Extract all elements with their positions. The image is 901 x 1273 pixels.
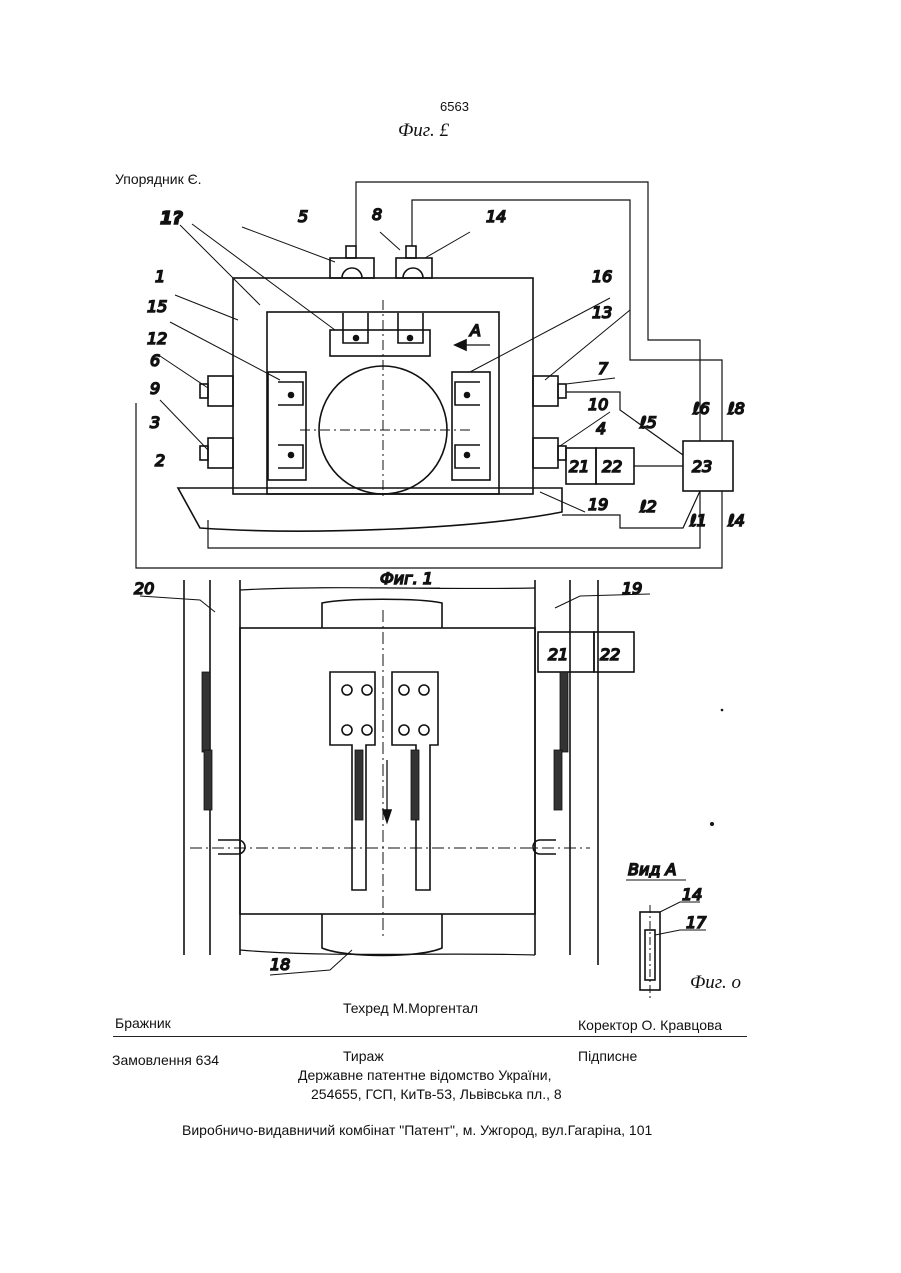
label-2: 2 — [155, 451, 165, 470]
label-9: 9 — [150, 379, 160, 398]
right-clamp — [452, 372, 490, 480]
label-17: 1? — [160, 208, 183, 229]
label-a: A — [469, 321, 481, 340]
label-4: 4 — [596, 419, 606, 438]
view-a-label-14: 14 — [682, 885, 702, 904]
label-12: 12 — [147, 329, 167, 348]
view-a-caption: Вид А — [628, 860, 676, 879]
left-clamp — [268, 372, 306, 480]
signal-l1: ℓ1 — [689, 511, 707, 530]
label-21: 21 — [569, 457, 589, 476]
fig2-label-19: 19 — [622, 579, 642, 598]
label-8: 8 — [372, 205, 382, 224]
footer-divider — [113, 1036, 747, 1037]
label-3: 3 — [150, 413, 160, 432]
label-19: 19 — [588, 495, 608, 514]
fig2-label-22: 22 — [600, 645, 620, 664]
signal-l4: ℓ4 — [727, 511, 745, 530]
order-number: Замовлення 634 — [112, 1052, 219, 1068]
label-1: 1 — [155, 267, 165, 286]
signal-l8: ℓ8 — [727, 399, 745, 418]
fig-o-caption: Фиг. о — [690, 972, 741, 994]
label-10: 10 — [588, 395, 608, 414]
author: Бражник — [115, 1015, 171, 1031]
fig2-label-20: 20 — [134, 579, 154, 598]
label-13: 13 — [592, 303, 612, 322]
label-23: 23 — [692, 457, 712, 476]
fig2-label-18: 18 — [270, 955, 290, 974]
signal-l2: ℓ2 — [639, 497, 657, 516]
label-5: 5 — [298, 207, 308, 226]
label-7: 7 — [598, 359, 609, 378]
office-line1: Державне патентне відомство України, — [298, 1067, 552, 1083]
subscription: Підписне — [578, 1048, 637, 1064]
corrector: Коректор О. Кравцова — [578, 1017, 722, 1033]
label-6: 6 — [150, 351, 160, 370]
printer-line: Виробничо-видавничий комбінат "Патент", … — [182, 1122, 652, 1138]
label-16: 16 — [592, 267, 612, 286]
signal-l6: ℓ6 — [692, 399, 710, 418]
view-a-label-17: 17 — [686, 913, 707, 932]
techred: Техред М.Моргентал — [343, 1000, 478, 1016]
office-line2: 254655, ГСП, КиТв-53, Львівська пл., 8 — [311, 1086, 562, 1102]
signal-l5: ℓ5 — [639, 413, 657, 432]
label-15: 15 — [147, 297, 167, 316]
label-14: 14 — [486, 207, 506, 226]
fig1-caption: Фиг. 1 — [380, 569, 433, 588]
circulation: Тираж — [343, 1048, 384, 1064]
label-22: 22 — [602, 457, 622, 476]
fig2-label-21: 21 — [548, 645, 568, 664]
